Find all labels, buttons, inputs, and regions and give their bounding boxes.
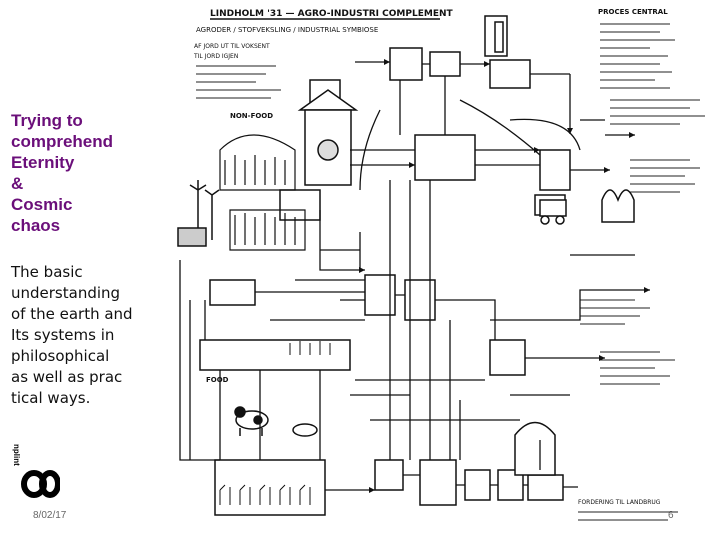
slide-page-number: 6 xyxy=(668,510,674,521)
logo-text: nplint xyxy=(12,444,21,466)
systems-sketch-diagram: LINDHOLM '31 — AGRO-INDUSTRI COMPLEMENT … xyxy=(177,8,705,521)
body-line: of the earth and xyxy=(11,305,133,323)
title-line: comprehend xyxy=(11,132,114,151)
slide-date: 8/02/17 xyxy=(33,510,67,521)
sketch-header: LINDHOLM '31 — AGRO-INDUSTRI COMPLEMENT xyxy=(210,9,453,19)
body-line: Its systems in xyxy=(11,326,115,344)
infinity-loop-logo-icon: nplint xyxy=(12,444,60,498)
body-line: tical ways. xyxy=(11,389,91,407)
sketch-bottom-note: FORDERING TIL LANDBRUG xyxy=(578,499,661,506)
sketch-subheader: AGRODER / STOFVEKSLING / INDUSTRIAL SYMB… xyxy=(196,26,378,34)
sketch-note: AF JORD UT TIL VOKSENT xyxy=(194,43,270,50)
sketch-label-food: FOOD xyxy=(206,376,229,384)
title-line: chaos xyxy=(11,216,61,235)
title-line: & xyxy=(11,174,24,193)
body-line: understanding xyxy=(11,284,121,302)
sketch-note: TIL JORD IGJEN xyxy=(193,53,238,60)
sketch-label-nonfood: NON-FOOD xyxy=(230,112,273,120)
title-line: Cosmic xyxy=(11,195,73,214)
body-line: The basic xyxy=(11,263,83,281)
title-line: Trying to xyxy=(11,111,83,130)
body-line: as well as prac xyxy=(11,368,123,386)
slide-body-text: The basic understanding of the earth and… xyxy=(11,262,161,409)
slide-title: Trying to comprehend Eternity & Cosmic c… xyxy=(11,110,161,236)
body-line: philosophical xyxy=(11,347,110,365)
sketch-right-title: PROCES CENTRAL xyxy=(598,8,668,16)
title-line: Eternity xyxy=(11,153,75,172)
